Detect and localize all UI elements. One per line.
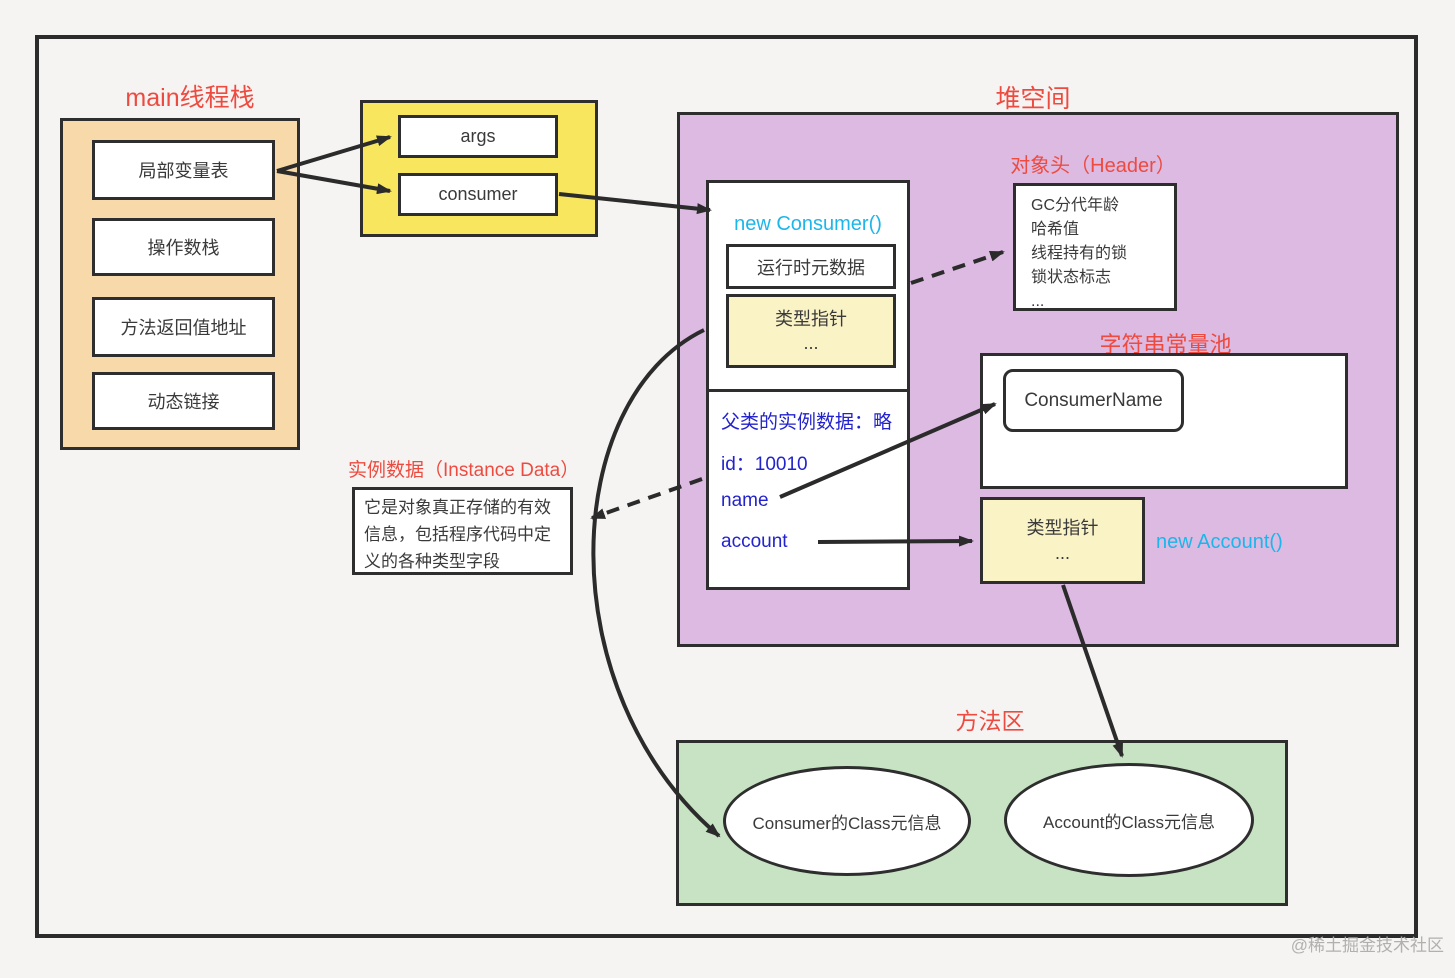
- heap-title: 堆空间: [995, 85, 1071, 113]
- runtime-metadata-box: 运行时元数据: [726, 244, 896, 289]
- main-stack-title: main线程栈: [125, 84, 255, 112]
- method-area-title: 方法区: [955, 708, 1025, 734]
- object-header-box: GC分代年龄 哈希值 线程持有的锁 锁状态标志 ...: [1013, 183, 1177, 311]
- consumer-object-title: new Consumer(): [734, 213, 882, 235]
- string-pool-entry-consumername: ConsumerName: [1003, 369, 1184, 432]
- account-class-meta-ellipse: Account的Class元信息: [1004, 763, 1254, 877]
- header-line-gc-age: GC分代年龄: [1031, 197, 1120, 214]
- stack-item-return-address: 方法返回值地址: [92, 297, 275, 357]
- watermark: @稀土掘金技术社区: [1290, 936, 1444, 955]
- local-var-consumer: consumer: [398, 173, 558, 216]
- object-header-title: 对象头（Header）: [1010, 155, 1176, 177]
- account-type-pointer-box: 类型指针 ...: [980, 497, 1145, 584]
- type-pointer-ellipsis: ...: [803, 333, 819, 353]
- stack-item-dynamic-link: 动态链接: [92, 372, 275, 430]
- type-pointer-box: 类型指针 ...: [726, 294, 896, 368]
- account-type-pointer-ellipsis: ...: [1054, 542, 1070, 563]
- field-name: name: [721, 490, 769, 511]
- consumer-object-box: new Consumer() 运行时元数据 类型指针 ... 父类的实例数据：略…: [706, 180, 910, 590]
- type-pointer-label: 类型指针: [775, 309, 847, 329]
- header-line-thread-lock: 线程持有的锁: [1031, 245, 1128, 262]
- header-line-lock-flag: 锁状态标志: [1031, 269, 1112, 286]
- header-line-ellipsis: ...: [1031, 293, 1045, 310]
- string-pool-title: 字符串常量池: [1099, 332, 1232, 357]
- consumer-class-meta-ellipse: Consumer的Class元信息: [723, 766, 971, 876]
- field-account: account: [721, 531, 788, 552]
- new-account-label: new Account(): [1156, 531, 1283, 553]
- account-type-pointer-label: 类型指针: [1026, 517, 1099, 538]
- stack-item-local-var-table: 局部变量表: [92, 140, 275, 200]
- local-var-args: args: [398, 115, 558, 158]
- object-section-divider: [709, 389, 907, 392]
- header-line-hash: 哈希值: [1031, 221, 1080, 238]
- field-id: id：10010: [721, 454, 808, 475]
- stack-item-operand-stack: 操作数栈: [92, 218, 275, 276]
- instance-data-title: 实例数据（Instance Data）: [348, 460, 580, 481]
- diagram-outer-border: [35, 35, 1418, 938]
- field-parent-instance-data: 父类的实例数据：略: [721, 412, 893, 433]
- instance-data-note: 它是对象真正存储的有效信息，包括程序代码中定义的各种类型字段: [352, 487, 573, 575]
